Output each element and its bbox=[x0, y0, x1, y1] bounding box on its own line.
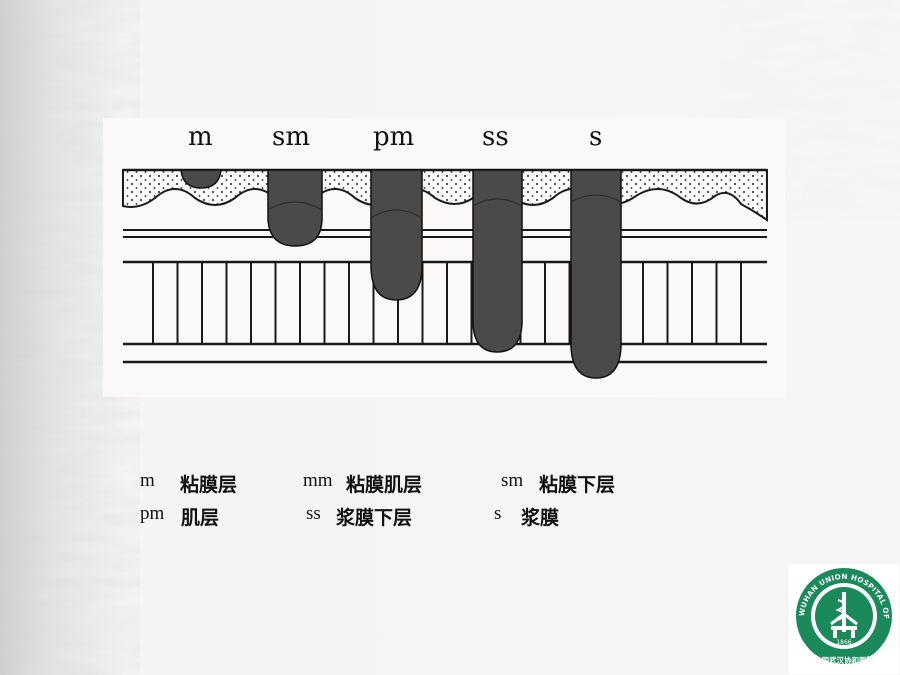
legend-abbr-s: s bbox=[494, 503, 502, 524]
legend-name-sm: 粘膜下层 bbox=[539, 474, 616, 496]
legend-name-m: 粘膜层 bbox=[180, 474, 238, 496]
legend-abbr-pm: pm bbox=[140, 503, 165, 524]
logo-bottom-text: 中国武汉协和医院 bbox=[814, 655, 874, 665]
tumor-sm bbox=[267, 169, 323, 247]
tumor-pm bbox=[370, 169, 423, 301]
legend-abbr-mm: mm bbox=[303, 470, 333, 491]
muscle-layer-stripes bbox=[145, 262, 745, 344]
legend-name-mm: 粘膜肌层 bbox=[346, 474, 423, 496]
legend-name-ss: 浆膜下层 bbox=[336, 507, 413, 529]
legend-abbr-m: m bbox=[140, 470, 155, 491]
tumor-m bbox=[180, 169, 222, 189]
depth-label-sm: sm bbox=[272, 122, 310, 152]
depth-label-s: s bbox=[589, 122, 603, 152]
legend-abbr-ss: ss bbox=[306, 503, 321, 524]
logo-year: 1866 bbox=[836, 639, 851, 646]
legend-name-s: 浆膜 bbox=[521, 507, 560, 529]
depth-label-m: m bbox=[188, 122, 213, 152]
tumor-invasion-depth-diagram bbox=[103, 118, 785, 397]
tumor-s bbox=[570, 169, 622, 379]
depth-label-ss: ss bbox=[482, 122, 509, 152]
figure-background bbox=[103, 118, 785, 397]
tumor-ss bbox=[472, 169, 523, 353]
depth-label-pm: pm bbox=[373, 122, 415, 152]
hospital-logo-icon: WUHAN UNION HOSPITAL OF CHINA 1866 中国武汉协… bbox=[789, 564, 899, 674]
legend-abbr-sm: sm bbox=[501, 470, 524, 491]
legend-name-pm: 肌层 bbox=[181, 507, 220, 529]
